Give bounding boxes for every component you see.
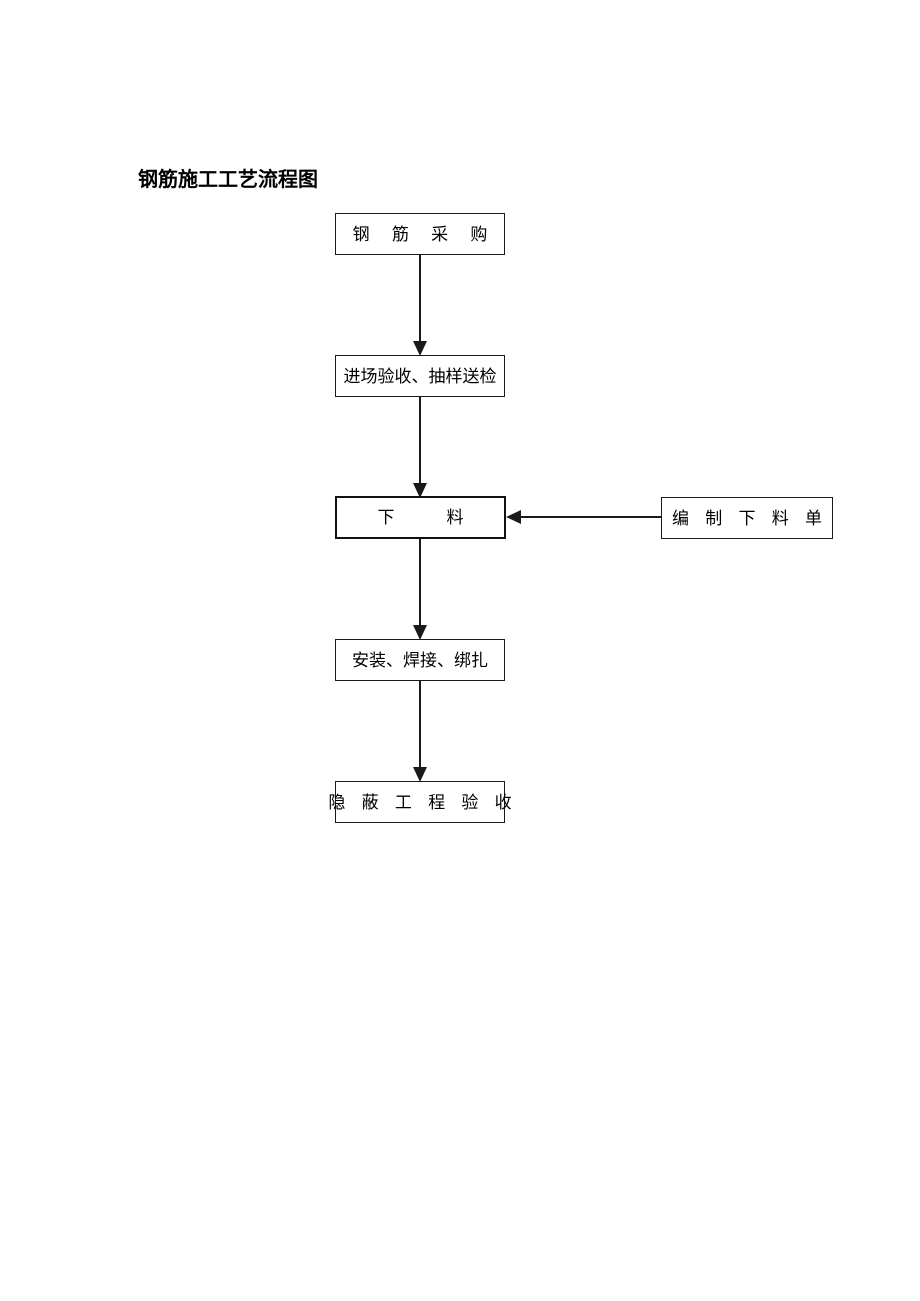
arrow-down-icon (413, 625, 427, 640)
flow-node-inspect-label: 进场验收、抽样送检 (343, 366, 497, 386)
arrow-down-icon (413, 483, 427, 498)
arrow-left-icon (506, 510, 521, 524)
flow-node-acceptance-label: 隐 蔽 工 程 验 收 (328, 792, 518, 812)
flow-node-cutlist[interactable]: 编 制 下 料 单 (661, 497, 833, 539)
flow-node-purchase[interactable]: 钢 筋 采 购 (335, 213, 505, 255)
arrow-down-icon (413, 767, 427, 782)
connector-cutlist-to-cutting-line (519, 516, 661, 518)
connector-assemble-to-acceptance-line (419, 681, 421, 769)
flow-node-cutting[interactable]: 下料 (335, 496, 506, 539)
flow-node-assemble[interactable]: 安装、焊接、绑扎 (335, 639, 505, 681)
flow-node-assemble-label: 安装、焊接、绑扎 (352, 650, 488, 670)
connector-purchase-to-inspect-line (419, 255, 421, 343)
flow-node-acceptance[interactable]: 隐 蔽 工 程 验 收 (328, 781, 512, 823)
connector-inspect-to-cutting-line (419, 397, 421, 485)
flow-node-cutlist-label: 编 制 下 料 单 (672, 508, 828, 528)
flow-node-purchase-label: 钢 筋 采 购 (352, 224, 497, 244)
flow-node-cutting-label: 下料 (377, 508, 516, 527)
arrow-down-icon (413, 341, 427, 356)
connector-cutting-to-assemble-line (419, 539, 421, 627)
flow-node-inspect[interactable]: 进场验收、抽样送检 (335, 355, 505, 397)
page-title: 钢筋施工工艺流程图 (138, 169, 318, 191)
